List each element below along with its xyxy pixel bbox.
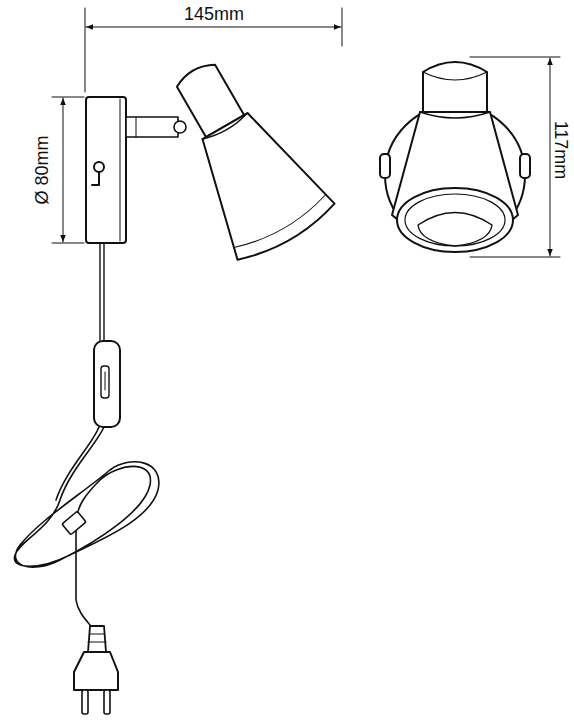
dimension-label: Ø 80mm bbox=[33, 133, 51, 206]
dimension-label: 145mm bbox=[182, 5, 246, 23]
dimension-label: 117mm bbox=[552, 119, 570, 182]
